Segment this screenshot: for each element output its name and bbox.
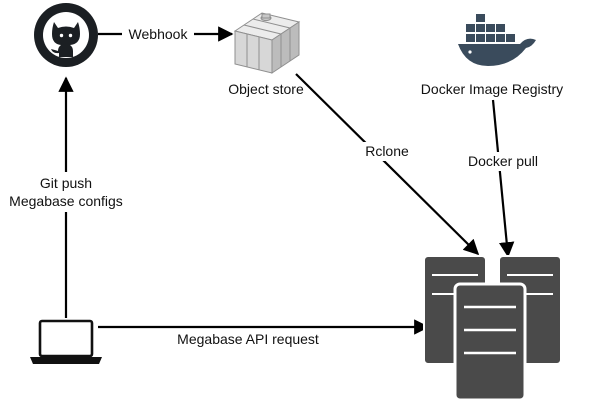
- server-stack-icon: [423, 255, 562, 402]
- server-front: [453, 282, 527, 402]
- git-push-label-bg: [6, 172, 130, 212]
- object-store-label: Object store: [228, 81, 304, 97]
- object-store-cube-icon: [233, 12, 301, 74]
- git-push-label-line1: Git push: [40, 175, 92, 191]
- webhook-label-bg: [122, 25, 194, 44]
- git-push-label-line2: Megabase configs: [9, 193, 123, 209]
- api-request-label: Megabase API request: [177, 331, 319, 347]
- webhook-label: Webhook: [129, 26, 189, 42]
- api-request-label-bg: [162, 330, 334, 349]
- docker-whale-icon: [458, 14, 536, 66]
- registry-label: Docker Image Registry: [421, 81, 563, 97]
- github-icon: [34, 3, 98, 67]
- docker-pull-arrow: [491, 99, 515, 258]
- rclone-label: Rclone: [365, 143, 409, 159]
- connectors: [58, 26, 515, 335]
- docker-pull-label-bg: [458, 152, 548, 171]
- laptop-icon: [30, 319, 102, 364]
- rclone-label-bg: [360, 142, 414, 161]
- docker-pull-label: Docker pull: [468, 153, 538, 169]
- rclone-arrow: [295, 73, 480, 256]
